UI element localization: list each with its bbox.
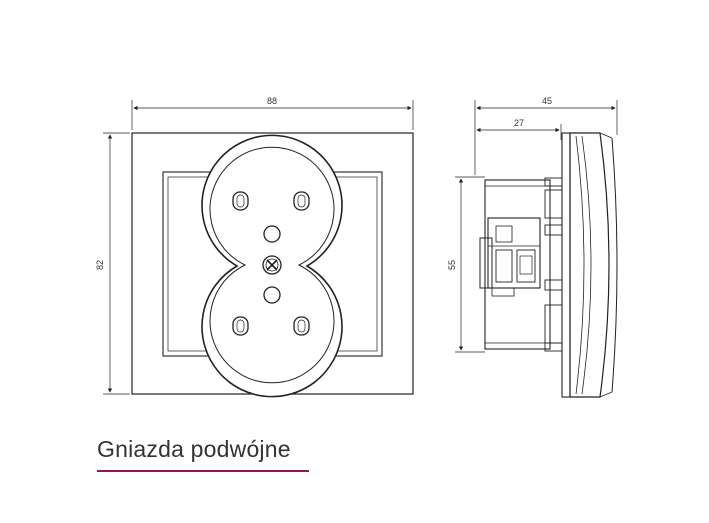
- dimension-side-height-label: 55: [447, 260, 457, 270]
- dimension-height: 82: [95, 132, 130, 395]
- ground-pin: [263, 286, 281, 304]
- dimension-width-label: 88: [267, 96, 277, 106]
- pin-hole: [232, 191, 249, 211]
- lower-socket: [232, 286, 310, 336]
- dimension-depth-base: 27: [476, 118, 562, 140]
- dimension-width: 88: [131, 96, 414, 130]
- pin-hole: [293, 316, 310, 336]
- upper-socket: [232, 191, 310, 243]
- pin-hole: [293, 191, 310, 211]
- dimension-depth-base-label: 27: [514, 118, 524, 128]
- mechanism-body: [479, 177, 563, 352]
- caption-underline: [97, 470, 309, 472]
- product-caption: Gniazda podwójne: [97, 436, 291, 462]
- dimension-depth-total-label: 45: [542, 96, 552, 106]
- dimension-depth-total: 45: [474, 96, 618, 175]
- dimension-side-height: 55: [447, 176, 485, 353]
- screw-icon: [262, 255, 282, 275]
- cover-plate: [561, 132, 618, 398]
- side-view: 45 27 55: [447, 96, 618, 398]
- front-view: 88 82: [95, 96, 414, 398]
- technical-drawing: 88 82: [95, 96, 618, 398]
- dimension-height-label: 82: [95, 260, 105, 270]
- pin-hole: [232, 316, 249, 336]
- ground-pin: [263, 225, 281, 243]
